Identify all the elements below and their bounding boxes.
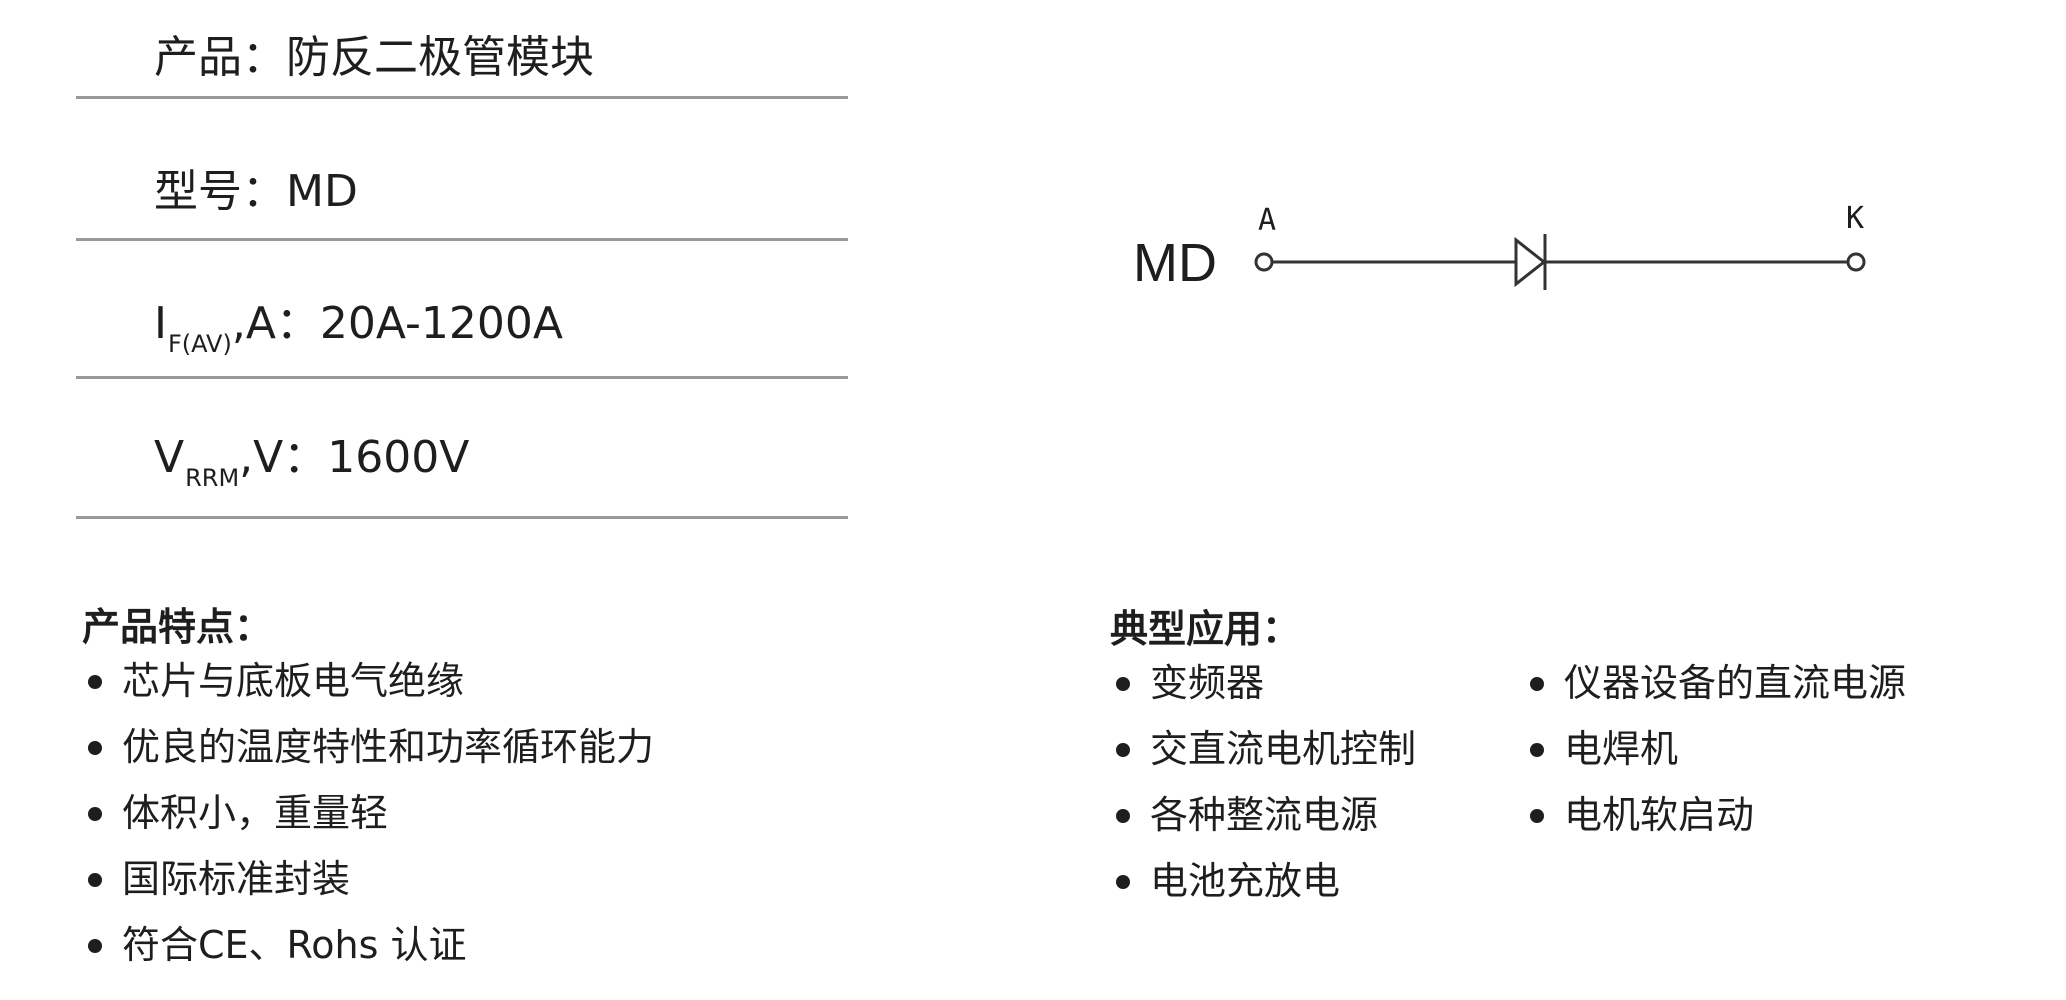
- product-name: 产品：防反二极管模块: [154, 32, 594, 83]
- voltage-value: ,V：1600V: [239, 432, 470, 483]
- bullet-icon: [1530, 743, 1544, 757]
- voltage-symbol: V: [154, 432, 185, 483]
- applications-list-left: 变频器 交直流电机控制 各种整流电源 电池充放电: [1110, 650, 1416, 914]
- bullet-icon: [1116, 677, 1130, 691]
- bullet-icon: [88, 873, 102, 887]
- divider: [76, 376, 848, 379]
- features-heading: 产品特点：: [82, 605, 273, 649]
- current-value: ,A：20A-1200A: [231, 298, 563, 349]
- bullet-icon: [1530, 677, 1544, 691]
- list-item: 电池充放电: [1110, 848, 1416, 914]
- diode-schematic: [1254, 234, 1866, 290]
- list-item: 国际标准封装: [82, 846, 654, 912]
- bullet-icon: [1530, 809, 1544, 823]
- list-item: 芯片与底板电气绝缘: [82, 648, 654, 714]
- applications-list-right: 仪器设备的直流电源 电焊机 电机软启动: [1524, 650, 1906, 848]
- cathode-terminal: [1846, 252, 1866, 272]
- bullet-icon: [1116, 809, 1130, 823]
- bullet-icon: [88, 675, 102, 689]
- model-number: 型号：MD: [154, 166, 358, 217]
- schematic-device-label: MD: [1133, 233, 1217, 293]
- current-rating: IF(AV),A：20A-1200A: [154, 302, 563, 358]
- list-item: 交直流电机控制: [1110, 716, 1416, 782]
- bullet-icon: [1116, 743, 1130, 757]
- cathode-label: K: [1846, 201, 1865, 236]
- list-item: 仪器设备的直流电源: [1524, 650, 1906, 716]
- divider: [76, 238, 848, 241]
- features-list: 芯片与底板电气绝缘 优良的温度特性和功率循环能力 体积小，重量轻 国际标准封装 …: [82, 648, 654, 978]
- bullet-icon: [88, 807, 102, 821]
- list-item: 电焊机: [1524, 716, 1906, 782]
- divider: [76, 516, 848, 519]
- anode-terminal: [1254, 252, 1274, 272]
- divider: [76, 96, 848, 99]
- current-subscript: F(AV): [167, 330, 232, 358]
- bullet-icon: [88, 741, 102, 755]
- voltage-rating: VRRM,V：1600V: [154, 436, 469, 492]
- bullet-icon: [88, 939, 102, 953]
- list-item: 符合CE、Rohs 认证: [82, 912, 654, 978]
- voltage-subscript: RRM: [185, 464, 240, 492]
- list-item: 各种整流电源: [1110, 782, 1416, 848]
- list-item: 变频器: [1110, 650, 1416, 716]
- applications-heading: 典型应用：: [1110, 607, 1301, 651]
- list-item: 电机软启动: [1524, 782, 1906, 848]
- list-item: 体积小，重量轻: [82, 780, 654, 846]
- list-item: 优良的温度特性和功率循环能力: [82, 714, 654, 780]
- diode-triangle: [1514, 236, 1547, 288]
- bullet-icon: [1116, 875, 1130, 889]
- anode-label: A: [1258, 203, 1277, 238]
- current-symbol: I: [154, 298, 167, 349]
